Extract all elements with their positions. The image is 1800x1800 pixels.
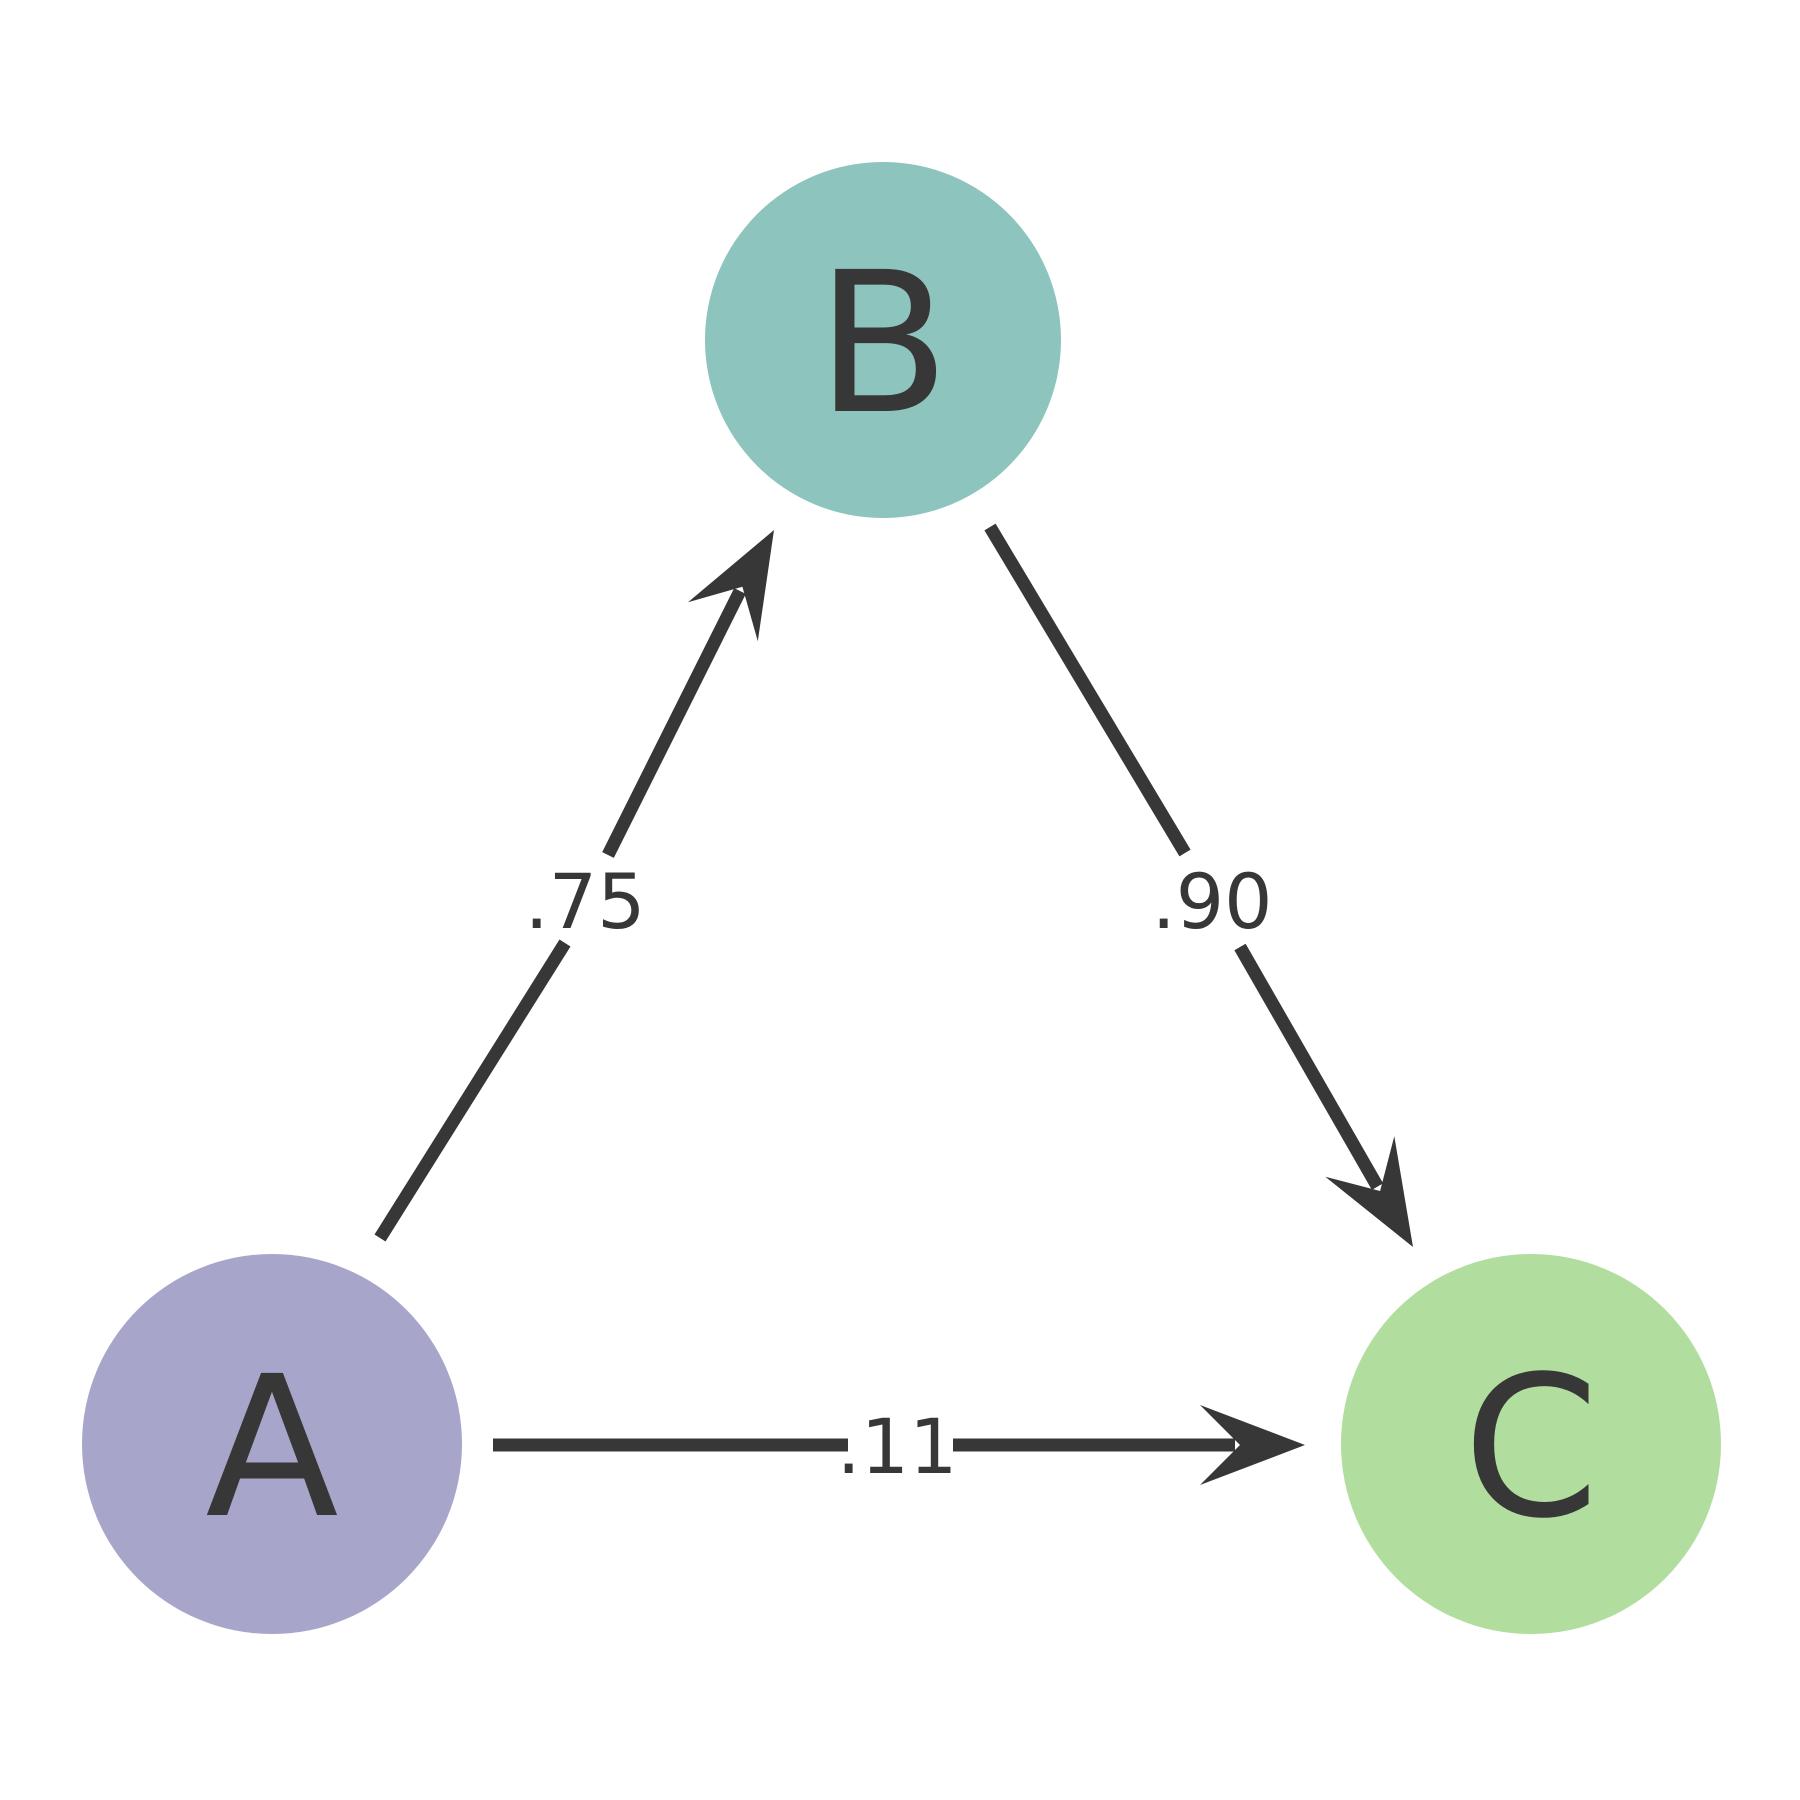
node-a-circle [82,1254,462,1634]
edge-a-c-arrowhead [1200,1405,1305,1485]
arrowheads-group [688,530,1413,1485]
edge-a-b-weight-label: .75 [525,857,646,946]
edge-a-c-weight-label: .11 [837,1402,958,1491]
node-c-label: C [1463,1334,1599,1561]
edge-a-b-line-segment-1 [374,939,571,1242]
edge-b-c-line-segment-1 [984,523,1191,857]
edge-b-c-weight-label: .90 [1152,857,1273,946]
node-b-label: B [816,230,950,457]
node-a-label: A [205,1334,338,1561]
labels-group: A B C .75 .90 .11 [205,230,1599,1561]
node-b-circle [705,162,1061,518]
edge-b-c-arrowhead [1325,1136,1413,1247]
edge-lines-group [374,523,1384,1452]
edge-b-c-line-segment-2 [1234,943,1384,1190]
edge-a-b-arrowhead [688,530,774,642]
edge-a-b-line-segment-2 [602,588,746,858]
node-c-circle [1341,1254,1721,1634]
